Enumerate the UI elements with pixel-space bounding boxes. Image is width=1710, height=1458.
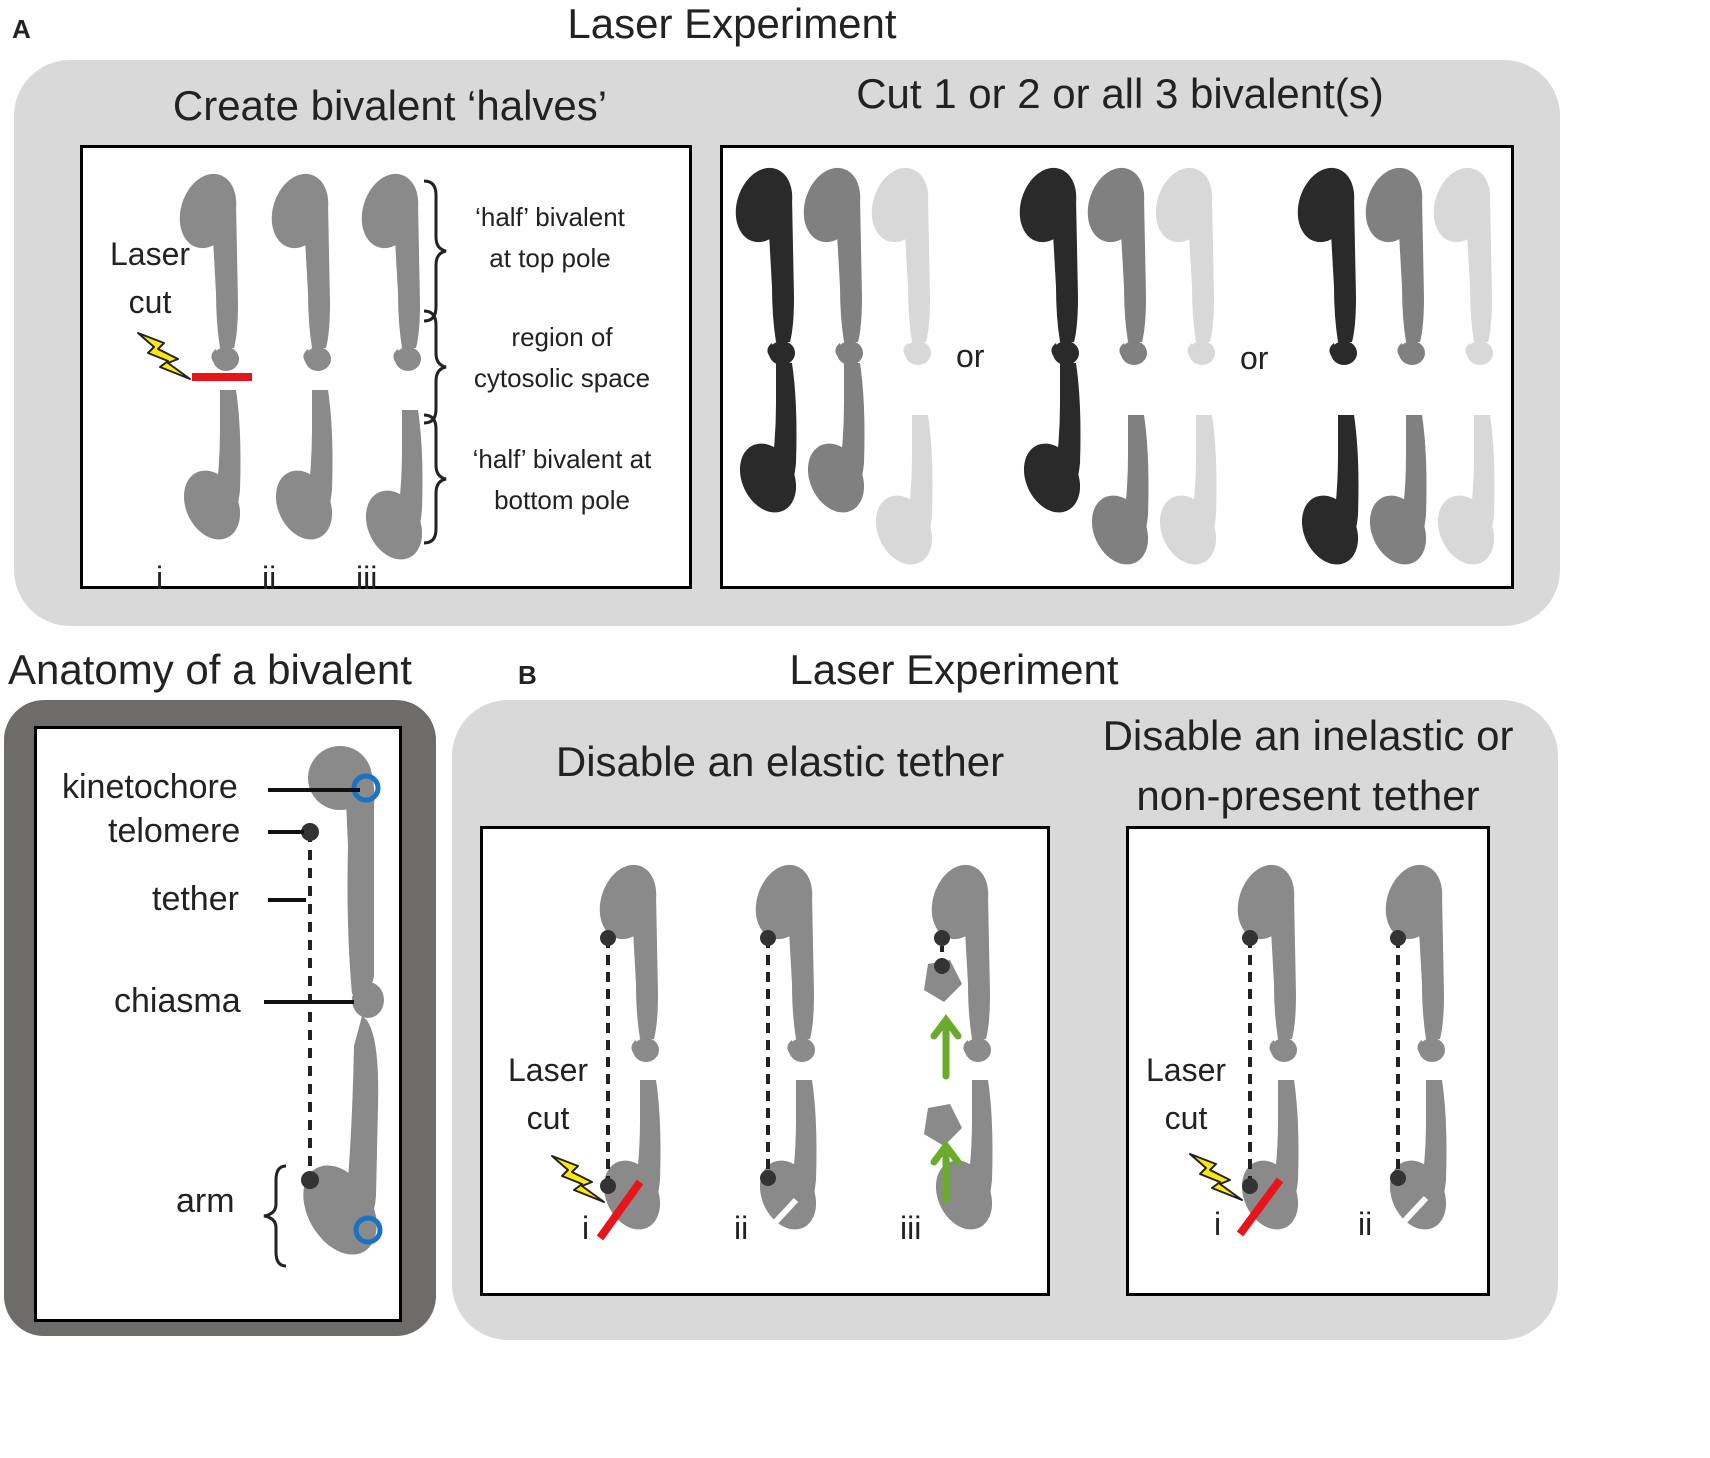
- laser-cut-label-b1: Laser cut: [498, 1052, 598, 1136]
- roman-b-iii: iii: [900, 1210, 922, 1246]
- brace-top-line2: at top pole: [489, 243, 611, 273]
- laser-cut-label-b2: Laser cut: [1136, 1052, 1236, 1136]
- elastic-figure: [551, 857, 1003, 1241]
- bivalent-ii: [262, 166, 343, 549]
- telomere-dot-bottom: [301, 1171, 319, 1189]
- laser-label-line2: cut: [128, 283, 172, 320]
- laser-b2-line2: cut: [1164, 1099, 1208, 1136]
- panel-b-letter: B: [518, 660, 537, 690]
- label-kinetochore: kinetochore: [62, 768, 238, 806]
- laser-label-line1: Laser: [109, 236, 191, 272]
- arm-brace: [263, 1164, 287, 1268]
- label-arm: arm: [176, 1182, 235, 1220]
- inelastic-heading-line2: non-present tether: [1136, 772, 1480, 820]
- brace-top-label: ‘half’ bivalent at top pole: [450, 202, 650, 274]
- anatomy-bivalent: [303, 746, 384, 1255]
- elastic-tether-heading: Disable an elastic tether: [555, 738, 1005, 785]
- option-3-light: [1424, 160, 1505, 574]
- laser-b1-line1: Laser: [507, 1052, 589, 1088]
- brace-bot-line1: ‘half’ bivalent at: [472, 444, 652, 474]
- option-3-dark: [1288, 160, 1369, 574]
- option-2-light: [1146, 160, 1227, 574]
- laser-cut-label-a: Laser cut: [90, 236, 210, 320]
- brace-bot: [423, 413, 447, 545]
- panel-a-title: Laser Experiment: [567, 0, 897, 47]
- green-arrow-up-2: [930, 1140, 962, 1204]
- laser-b2-line1: Laser: [1145, 1052, 1227, 1088]
- inelastic-figure: [1189, 857, 1457, 1239]
- roman-a-i: i: [156, 560, 164, 596]
- anatomy-figure: [263, 746, 384, 1268]
- brace-bot-label: ‘half’ bivalent at bottom pole: [452, 444, 672, 516]
- telomere-dot-top: [301, 823, 319, 841]
- roman-a-ii: ii: [262, 560, 277, 596]
- elastic-bivalent-iii: [922, 857, 1003, 1239]
- panel-b-title: Laser Experiment: [789, 646, 1119, 693]
- panel-a-letter: A: [12, 14, 31, 44]
- create-halves-figure: [137, 166, 447, 569]
- inelastic-tether-heading: Disable an inelastic or non-present teth…: [1070, 712, 1546, 820]
- laser-b1-line2: cut: [526, 1099, 570, 1136]
- brace-top: [423, 179, 447, 323]
- label-telomere: telomere: [108, 812, 241, 850]
- option-3-mid: [1356, 160, 1437, 574]
- anatomy-title: Anatomy of a bivalent: [8, 646, 412, 693]
- roman-b2-ii: ii: [1358, 1206, 1373, 1242]
- label-tether: tether: [152, 880, 239, 918]
- lightning-icon-b1: [551, 1155, 605, 1203]
- elastic-cut-line: [596, 1179, 644, 1241]
- option-1-dark: [726, 160, 807, 522]
- option-2-dark: [1010, 160, 1091, 522]
- inelastic-cut-line: [1236, 1177, 1284, 1237]
- kinetochore-ring-bottom: [353, 1215, 383, 1245]
- inelastic-heading-line1: Disable an inelastic or: [1102, 712, 1514, 759]
- green-arrow-up-1: [930, 1014, 962, 1080]
- bivalent-i: [170, 166, 251, 549]
- option-1-mid: [794, 160, 875, 522]
- roman-b-i: i: [582, 1210, 590, 1246]
- brace-bot-line2: bottom pole: [494, 485, 630, 515]
- roman-a-iii: iii: [356, 560, 378, 596]
- option-1-light: [862, 160, 943, 574]
- brace-top-line1: ‘half’ bivalent: [475, 202, 625, 232]
- option-2-mid: [1078, 160, 1159, 574]
- or-label-2: or: [1240, 340, 1269, 376]
- brace-mid-line2: cytosolic space: [473, 363, 651, 393]
- label-chiasma: chiasma: [114, 982, 241, 1020]
- or-label-1: or: [956, 338, 985, 374]
- lightning-icon-b2: [1189, 1153, 1243, 1201]
- inelastic-bivalent-i: [1228, 857, 1309, 1239]
- brace-mid: [423, 309, 447, 425]
- elastic-bivalent-ii: [746, 857, 827, 1239]
- cut-bivalents-heading: Cut 1 or 2 or all 3 bivalent(s): [856, 70, 1384, 117]
- roman-b2-i: i: [1214, 1206, 1222, 1242]
- brace-mid-label: region of cytosolic space: [452, 322, 672, 394]
- cut-bivalents-figure: [726, 160, 1505, 574]
- roman-b-ii: ii: [734, 1210, 749, 1246]
- create-halves-heading: Create bivalent ‘halves’: [172, 82, 608, 129]
- inelastic-bivalent-ii: [1376, 857, 1457, 1239]
- bivalent-iii: [352, 166, 433, 569]
- brace-mid-line1: region of: [511, 322, 613, 352]
- lightning-icon: [137, 332, 191, 380]
